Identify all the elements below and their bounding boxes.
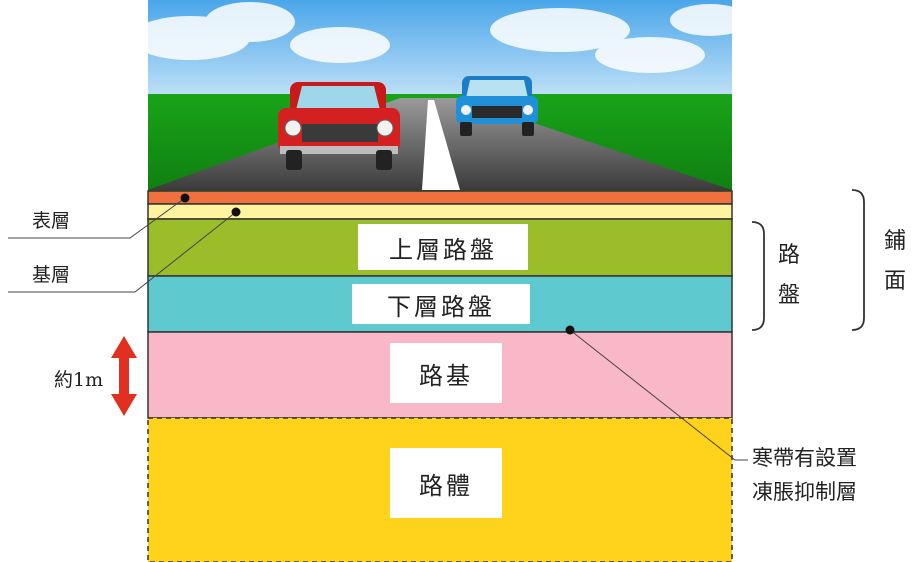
blue-car-icon [456, 76, 538, 136]
red-car-icon [278, 82, 400, 170]
roadbase-bracket-label: 路 盤 [774, 236, 804, 316]
roadbase-char-2: 盤 [777, 283, 800, 308]
callout-lines [8, 197, 748, 461]
subgrade-label: 路基 [390, 343, 502, 403]
frost-marker [565, 325, 575, 335]
base-marker [231, 207, 241, 217]
surface-marker [180, 193, 190, 203]
pavement-char-2: 面 [883, 269, 906, 294]
depth-label: 約1m [54, 369, 104, 391]
layer-surface [147, 190, 733, 205]
center-line [422, 100, 460, 190]
roadbase-char-1: 路 [777, 243, 800, 268]
base-callout-label: 基層 [32, 264, 71, 286]
roadbed-label: 路體 [390, 448, 502, 518]
pavement-char-1: 鋪 [883, 229, 906, 254]
frost-callout-line-2: 凍脹抑制層 [752, 480, 857, 504]
frost-callout-line-1: 寒帶有設置 [752, 446, 857, 470]
lower-base-label: 下層路盤 [352, 284, 530, 324]
clouds [130, 2, 750, 73]
roadbase-bracket [751, 221, 765, 331]
pavement-bracket-label: 鋪 面 [880, 222, 910, 302]
double-arrow-icon [111, 336, 137, 416]
upper-base-label: 上層路盤 [358, 224, 528, 270]
surface-callout-label: 表層 [32, 210, 71, 232]
pavement-bracket [851, 189, 865, 331]
